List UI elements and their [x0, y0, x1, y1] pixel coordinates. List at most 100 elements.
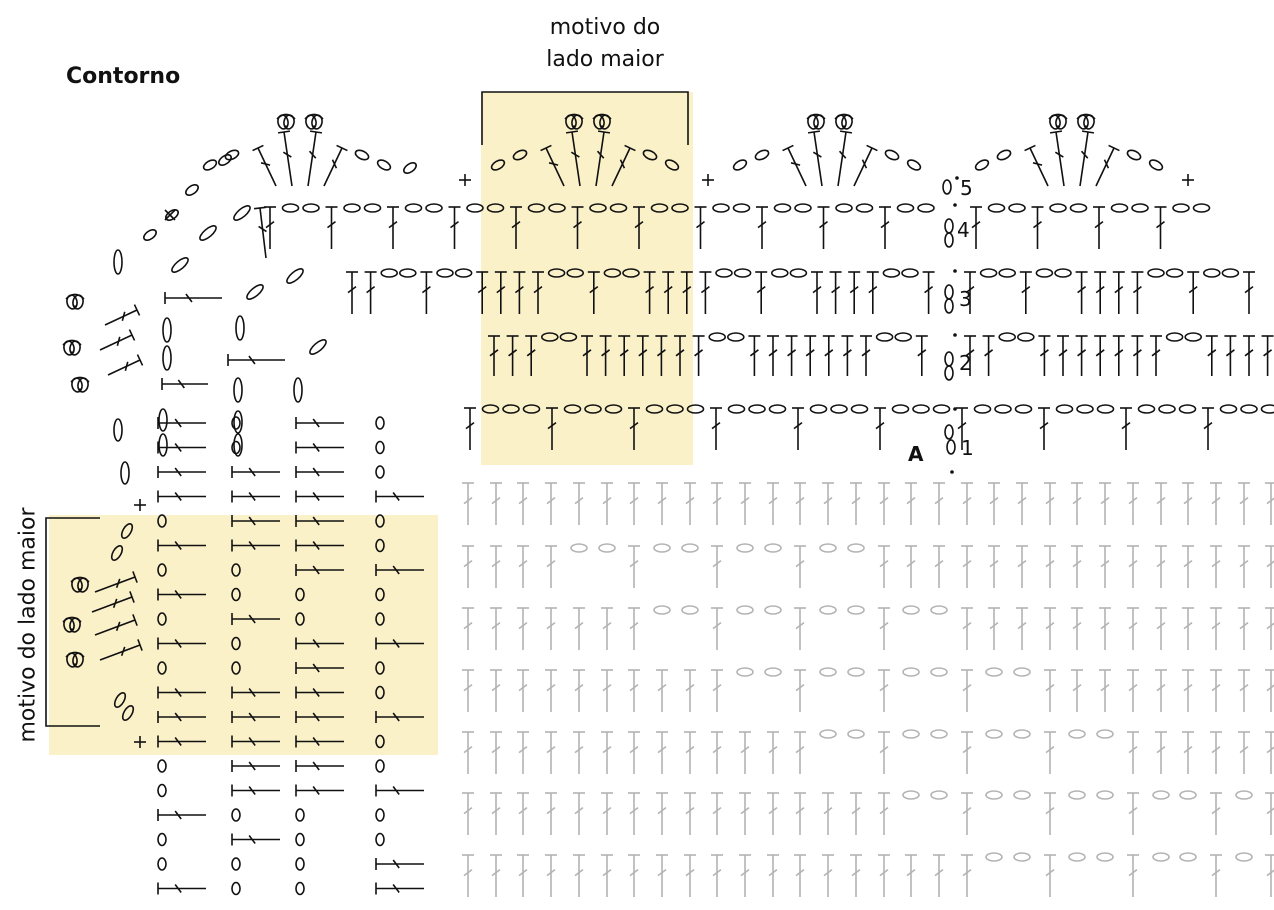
dc-stem [1030, 148, 1048, 186]
chain-stitch [848, 606, 864, 614]
chain-stitch [232, 442, 240, 454]
chain-stitch [158, 834, 166, 846]
chain-stitch [236, 316, 244, 340]
chain-stitch [234, 378, 242, 402]
start-dot [953, 333, 957, 337]
start-marker-label: A [908, 442, 923, 466]
chain-stitch [820, 544, 836, 552]
chain-stitch [913, 405, 929, 413]
side-motif-label: motivo do lado maior [16, 507, 41, 742]
chain-stitch [716, 269, 732, 277]
chain-stitch [986, 853, 1002, 861]
chain-stitch [943, 180, 951, 194]
chain-stitch [934, 405, 950, 413]
chain-stitch [163, 346, 171, 370]
chain-stitch [735, 269, 751, 277]
chain-stitch [308, 338, 328, 357]
chain-stitch [1153, 853, 1169, 861]
chain-stitch [467, 204, 483, 212]
chain-stitch [232, 809, 240, 821]
cluster-dot [70, 628, 73, 631]
chain-stitch [599, 544, 615, 552]
chain-stitch [945, 299, 953, 313]
chain-stitch [654, 606, 670, 614]
row-number-2: 2 [959, 351, 972, 375]
dc-stem [854, 148, 872, 186]
row-number-3: 3 [959, 287, 972, 311]
cluster-dot [1056, 125, 1059, 128]
chain-stitch [198, 224, 218, 243]
chain-stitch [1014, 791, 1030, 799]
chain-stitch [795, 204, 811, 212]
chain-stitch [1098, 405, 1114, 413]
chain-stitch [898, 204, 914, 212]
chain-stitch [883, 269, 899, 277]
chain-stitch [831, 405, 847, 413]
chain-stitch [820, 730, 836, 738]
chain-stitch [283, 204, 299, 212]
dc-stem [788, 148, 806, 186]
chain-stitch [571, 544, 587, 552]
chain-stitch [999, 269, 1015, 277]
chain-stitch [437, 269, 453, 277]
chain-stitch [296, 883, 304, 895]
chain-stitch [365, 204, 381, 212]
chain-stitch [1236, 853, 1252, 861]
chain-stitch [945, 352, 953, 366]
chain-stitch [142, 228, 158, 243]
chain-stitch [114, 250, 122, 274]
chain-stitch [1014, 668, 1030, 676]
dc-top [840, 131, 852, 133]
chain-stitch [1185, 333, 1201, 341]
chain-stitch [737, 544, 753, 552]
dc-stem [100, 335, 132, 350]
chain-stitch [1069, 730, 1085, 738]
chain-stitch [820, 606, 836, 614]
chain-stitch [354, 148, 370, 161]
chain-stitch [811, 405, 827, 413]
chain-stitch [1153, 791, 1169, 799]
chain-stitch [1097, 853, 1113, 861]
chain-stitch [902, 269, 918, 277]
chain-stitch [728, 333, 744, 341]
chart-title: Contorno [66, 64, 180, 89]
chain-stitch [893, 405, 909, 413]
chain-stitch [790, 269, 806, 277]
chain-stitch [1097, 791, 1113, 799]
chain-stitch [121, 462, 129, 484]
chain-stitch [995, 405, 1011, 413]
chain-stitch [159, 409, 167, 431]
chain-stitch [1148, 158, 1164, 172]
chain-stitch [158, 785, 166, 797]
chain-stitch [1055, 269, 1071, 277]
chain-stitch [989, 204, 1005, 212]
chain-stitch [344, 204, 360, 212]
chain-stitch [1014, 853, 1030, 861]
chain-stitch [1173, 204, 1189, 212]
chain-stitch [1167, 333, 1183, 341]
cluster-dot [78, 388, 81, 391]
chain-stitch [732, 158, 748, 172]
chain-stitch [749, 405, 765, 413]
cluster-dot [312, 125, 315, 128]
chain-stitch [376, 760, 384, 772]
chain-stitch [857, 204, 873, 212]
chain-stitch [406, 204, 422, 212]
chain-stitch [682, 544, 698, 552]
chain-stitch [986, 668, 1002, 676]
dc-stem [258, 148, 276, 186]
top-motif-label: motivo do lado maior [500, 12, 710, 76]
chain-stitch [765, 606, 781, 614]
top-motif-label-line2: lado maior [500, 44, 710, 76]
chain-stitch [945, 219, 953, 233]
motif-highlight-top [481, 92, 693, 465]
cluster-dot [73, 663, 76, 666]
chain-stitch [1194, 204, 1210, 212]
chain-stitch [285, 267, 305, 286]
chain-stitch [1159, 405, 1175, 413]
chain-stitch [770, 405, 786, 413]
cluster-dot [572, 125, 575, 128]
chain-stitch [836, 204, 852, 212]
chain-stitch [1077, 405, 1093, 413]
